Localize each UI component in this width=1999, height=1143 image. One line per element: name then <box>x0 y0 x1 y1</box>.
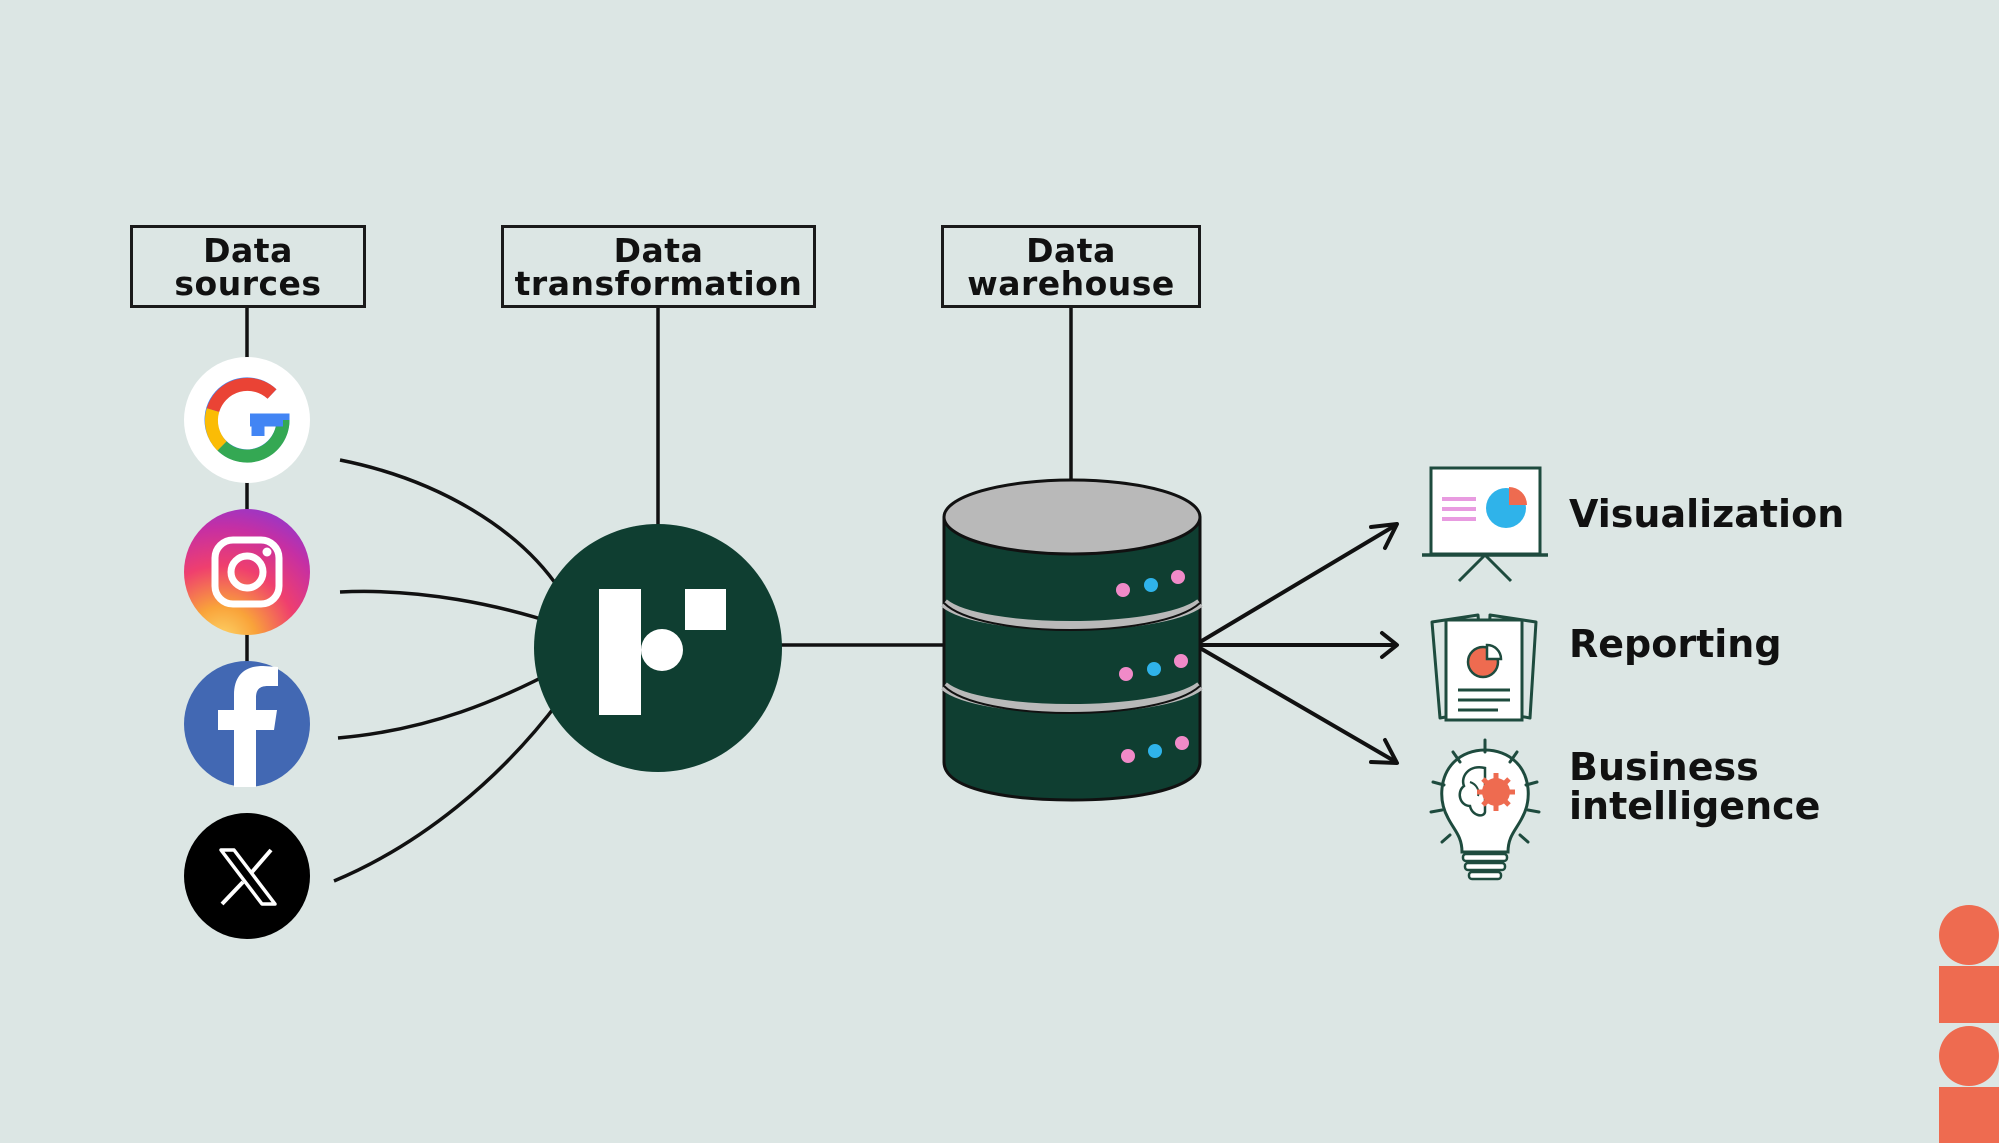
header-data-transformation: Data transformation <box>501 225 816 308</box>
arrow-to-bi <box>1198 646 1398 764</box>
presentation-board-icon <box>1422 466 1548 583</box>
x-icon <box>184 813 310 939</box>
arrow-head-visualization <box>1369 522 1399 550</box>
output-bi-line2: intelligence <box>1569 784 1821 828</box>
brand-corner-shapes <box>1939 905 1999 1143</box>
header-data-warehouse-line2: warehouse <box>967 263 1175 303</box>
output-business-intelligence-label: Business intelligence <box>1569 748 1820 826</box>
arrow-head-reporting <box>1380 631 1399 659</box>
output-visualization-label: Visualization <box>1569 492 1845 536</box>
idea-lightbulb-icon <box>1429 738 1541 881</box>
header-data-transformation-line1: Data <box>613 230 704 270</box>
header-data-warehouse-line1: Data <box>1026 230 1116 270</box>
facebook-icon <box>184 661 310 787</box>
instagram-connector <box>339 589 561 627</box>
instagram-icon <box>184 509 310 635</box>
google-connector <box>339 458 562 591</box>
google-icon <box>184 357 310 483</box>
header-data-warehouse: Data warehouse <box>941 225 1201 308</box>
transformation-logo-icon <box>534 524 782 772</box>
report-document-icon <box>1430 613 1538 722</box>
server-lights <box>1116 570 1189 763</box>
header-data-sources-line1: Data <box>203 230 293 270</box>
header-data-sources: Data sources <box>130 225 366 308</box>
arrow-to-visualization <box>1198 523 1398 644</box>
arrow-head-bi <box>1369 738 1399 765</box>
database-icon <box>941 478 1203 802</box>
output-arrows <box>1198 522 1399 765</box>
header-data-transformation-line2: transformation <box>514 263 803 303</box>
x-connector <box>333 698 562 883</box>
output-reporting-label: Reporting <box>1569 622 1782 666</box>
facebook-connector <box>337 666 561 740</box>
output-bi-line1: Business <box>1569 745 1759 789</box>
header-data-sources-line2: sources <box>174 263 322 303</box>
